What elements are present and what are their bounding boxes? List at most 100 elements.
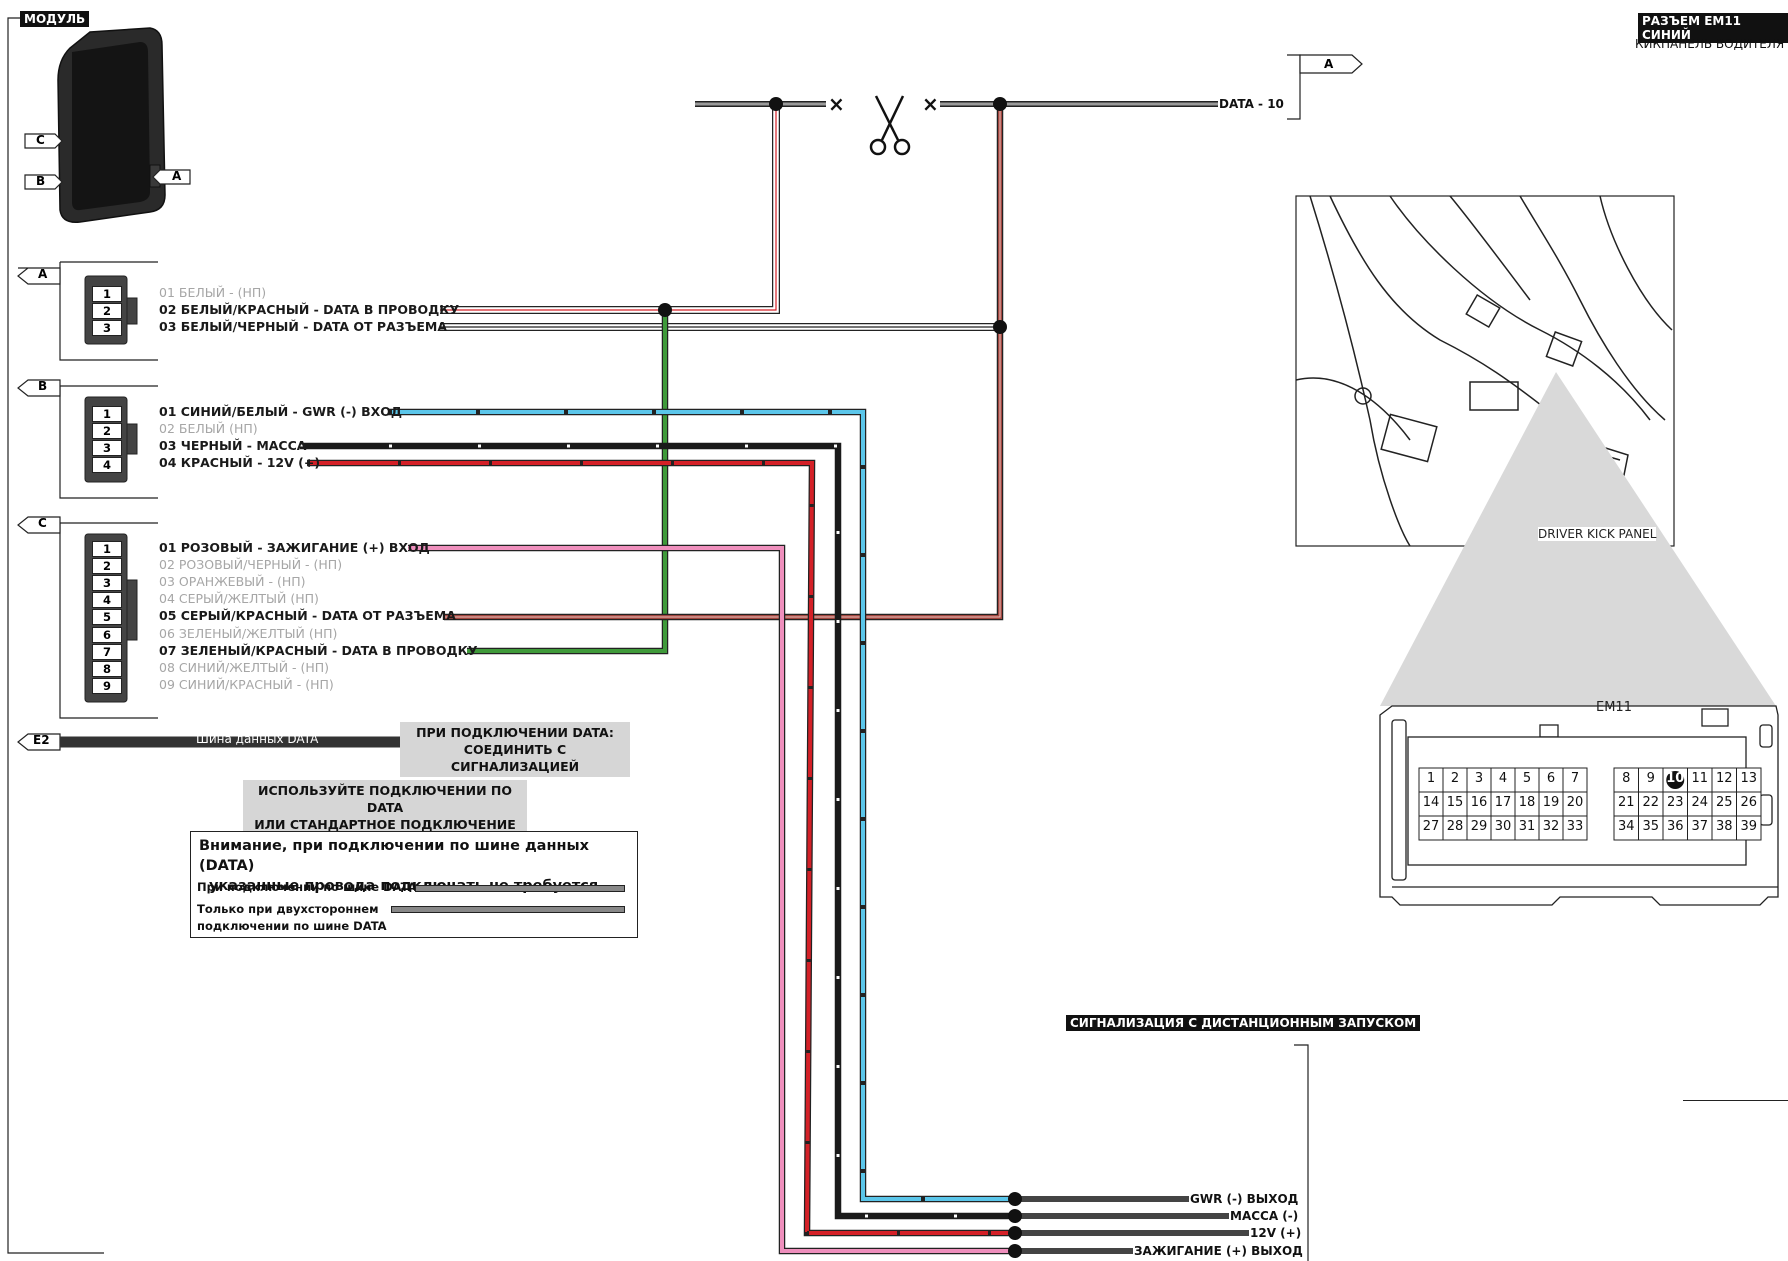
e2-bus-label: Шина данных DATA xyxy=(196,732,319,746)
em11-pin-number: 36 xyxy=(1666,819,1684,834)
em11-pin-number: 28 xyxy=(1446,819,1464,834)
pin-description: 04 СЕРЫЙ/ЖЕЛТЫЙ (НП) xyxy=(159,591,319,607)
em11-pin-number: 13 xyxy=(1740,771,1758,786)
em11-pin-cell xyxy=(1736,815,1762,841)
em11-pin-number: 7 xyxy=(1570,771,1580,786)
wire-a2 xyxy=(440,104,780,314)
warning-title-line-1: Внимание, при подключении по шине данных… xyxy=(199,838,589,874)
em11-pin-number: 2 xyxy=(1450,771,1460,786)
em11-pin-number: 17 xyxy=(1494,795,1512,810)
pin-number-cell: 5 xyxy=(92,609,122,626)
connector-frames xyxy=(59,261,158,719)
vehicle-data-label: DATA - 10 xyxy=(1219,97,1284,111)
em11-pin-number: 9 xyxy=(1646,771,1655,786)
em11-pin-number: 25 xyxy=(1715,795,1733,810)
pin-description: 08 СИНИЙ/ЖЕЛТЫЙ - (НП) xyxy=(159,659,330,675)
alarm-title: СИГНАЛИЗАЦИЯ С ДИСТАНЦИОННЫМ ЗАПУСКОМ xyxy=(1066,1015,1421,1031)
em11-pin-number: 5 xyxy=(1522,771,1532,786)
em11-pin-number: 21 xyxy=(1617,795,1635,810)
em11-pin-number: 1 xyxy=(1426,771,1436,786)
connector-tabs xyxy=(17,267,61,751)
em11-pin-number: 19 xyxy=(1542,795,1560,810)
pin-description: 01 СИНИЙ/БЕЛЫЙ - GWR (-) ВХОД xyxy=(159,404,402,419)
pin-number-cell: 6 xyxy=(92,626,122,643)
em11-pin-cell xyxy=(1711,767,1737,793)
em11-pin-cell xyxy=(1562,815,1588,841)
photo-caption: DRIVER KICK PANEL xyxy=(1538,527,1657,541)
pin-number-cell: 1 xyxy=(92,286,122,302)
pin-description: 06 ЗЕЛЕНЫЙ/ЖЕЛТЫЙ (НП) xyxy=(159,625,338,641)
pin-description: 04 КРАСНЫЙ - 12V (+) xyxy=(159,455,321,470)
warning-line-data: При подключении по шине DATA xyxy=(197,880,417,894)
em11-pin-cell xyxy=(1638,815,1664,841)
em11-pin-number: 16 xyxy=(1470,795,1488,810)
em11-pin-number: 23 xyxy=(1666,795,1684,810)
em11-pin-number: 22 xyxy=(1642,795,1660,810)
module-label-arrows xyxy=(24,133,191,190)
warning-legend-wire-2 xyxy=(391,906,625,913)
em11-pin-number: 20 xyxy=(1566,795,1584,810)
pin-number-cell: 9 xyxy=(92,677,122,694)
em11-pin-number: 3 xyxy=(1474,771,1484,786)
wire-c5 xyxy=(444,104,1004,621)
em11-pin-number: 12 xyxy=(1715,771,1733,786)
pin-number-cell: 2 xyxy=(92,423,122,439)
pin-number-cell: 1 xyxy=(92,541,122,557)
em11-pin-cell xyxy=(1466,815,1492,841)
em11-pin-number: 29 xyxy=(1470,819,1488,834)
connector-b-label: B xyxy=(38,379,48,393)
em11-pin-number: 18 xyxy=(1518,795,1536,810)
em11-pin-cell xyxy=(1662,791,1688,817)
right-rule xyxy=(1683,1100,1788,1101)
e2-note-line-1: ПРИ ПОДКЛЮЧЕНИИ DATA: xyxy=(416,725,614,740)
em11-highlight-dot xyxy=(1666,771,1685,789)
pin-number-cell: 4 xyxy=(92,457,122,473)
em11-pin-number: 27 xyxy=(1422,819,1440,834)
em11-pin-number: 37 xyxy=(1691,819,1709,834)
em11-pin-number: 11 xyxy=(1691,771,1709,786)
alarm-outputs xyxy=(1008,1044,1309,1261)
em11-pin-number: 34 xyxy=(1617,819,1635,834)
svg-text:×: × xyxy=(828,92,845,116)
warning-box: Внимание, при подключении по шине данных… xyxy=(190,831,638,938)
em11-pin-number: 14 xyxy=(1422,795,1440,810)
pin-description: 03 ОРАНЖЕВЫЙ - (НП) xyxy=(159,574,306,590)
em11-pin-number: 6 xyxy=(1546,771,1556,786)
em11-pin-cell xyxy=(1538,815,1564,841)
alarm-output-12v: 12V (+) xyxy=(1249,1226,1303,1240)
pin-description: 05 СЕРЫЙ/КРАСНЫЙ - DATA ОТ РАЗЪЕМА xyxy=(159,608,456,624)
em11-pin-number: 4 xyxy=(1498,771,1508,786)
em11-pin-cell xyxy=(1687,791,1713,817)
pin-description: 02 РОЗОВЫЙ/ЧЕРНЫЙ - (НП) xyxy=(159,557,343,573)
em11-pin-cell xyxy=(1613,791,1639,817)
module-arrow-b-label: B xyxy=(36,174,46,188)
em11-pin-cell xyxy=(1514,815,1540,841)
em11-pin-cell xyxy=(1613,815,1639,841)
module-frame xyxy=(7,17,104,1254)
em11-pin-number: 39 xyxy=(1740,819,1758,834)
em11-pin-cell xyxy=(1514,767,1540,793)
module-title: МОДУЛЬ xyxy=(20,11,90,27)
connector-a-label: A xyxy=(38,267,48,281)
svg-text:×: × xyxy=(922,92,939,116)
em11-pin-cell xyxy=(1662,815,1688,841)
em11-pin-cell xyxy=(1418,815,1444,841)
mode-note-line-1: ИСПОЛЬЗУЙТЕ ПОДКЛЮЧЕНИИ ПО DATA xyxy=(258,783,512,815)
scissors-icon xyxy=(869,95,911,156)
em11-pin-number: 26 xyxy=(1740,795,1758,810)
pin-number-cell: 3 xyxy=(92,440,122,456)
pin-description: 02 БЕЛЫЙ (НП) xyxy=(159,421,258,436)
em11-pin-grid xyxy=(1418,767,1762,841)
em11-pin-number: 38 xyxy=(1715,819,1733,834)
pin-description: 07 ЗЕЛЕНЫЙ/КРАСНЫЙ - DATA В ПРОВОДКУ xyxy=(159,642,478,658)
em11-pin-cell xyxy=(1711,791,1737,817)
alarm-output-ground: МАССА (-) xyxy=(1229,1209,1300,1223)
pin-number-cell: 7 xyxy=(92,643,122,660)
pin-number-cell: 1 xyxy=(92,406,122,422)
mode-note: ИСПОЛЬЗУЙТЕ ПОДКЛЮЧЕНИИ ПО DATA ИЛИ СТАН… xyxy=(243,780,527,835)
pin-description: 01 БЕЛЫЙ - (НП) xyxy=(159,285,267,300)
em11-pin-number: 8 xyxy=(1622,771,1631,786)
em11-pin-number: 35 xyxy=(1642,819,1660,834)
e2-note-line-2: СОЕДИНИТЬ С СИГНАЛИЗАЦИЕЙ xyxy=(450,742,580,774)
em11-pin-number: 15 xyxy=(1446,795,1464,810)
